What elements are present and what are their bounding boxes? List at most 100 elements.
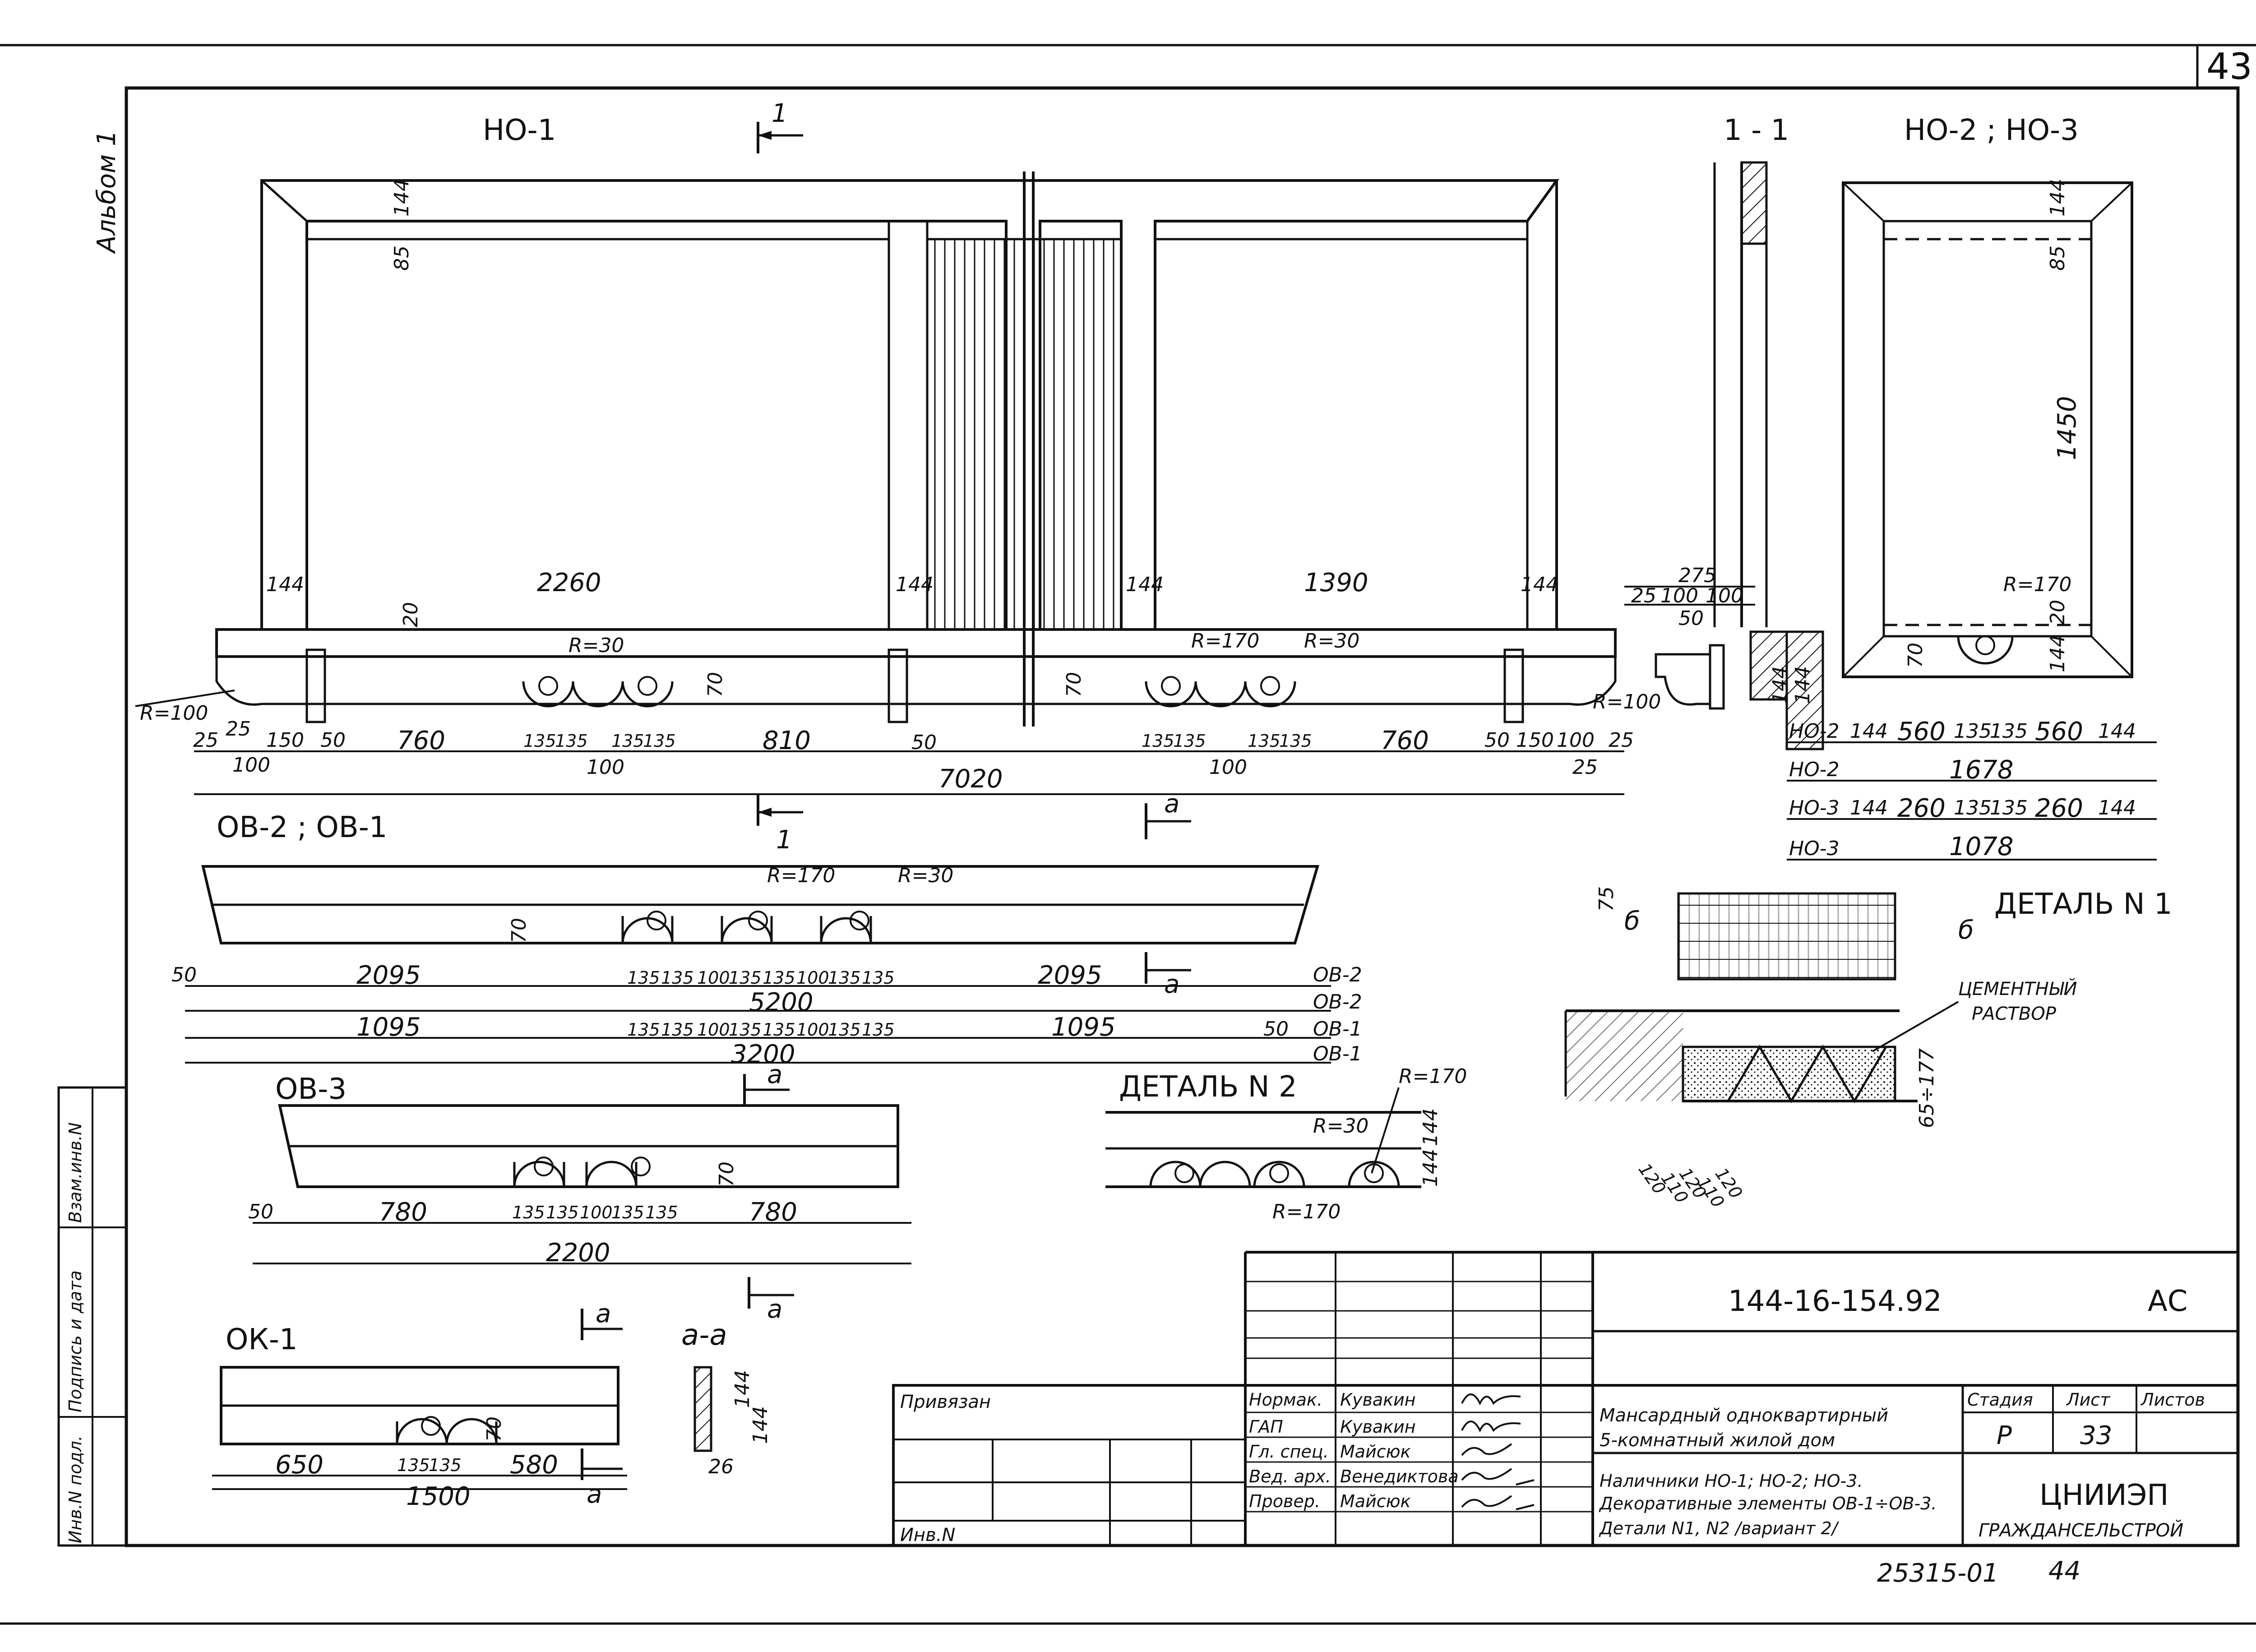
det1-cement-1: ЦЕМЕНТНЫЙ <box>1958 978 2077 1000</box>
no1-dim-100-mid: 100 <box>587 756 624 779</box>
ob-dim-100-3: 100 <box>697 1020 730 1040</box>
no1-dim-1390: 1390 <box>1304 568 1368 597</box>
ob-dim-135-10: 135 <box>763 1020 795 1040</box>
signature-marks <box>1461 1393 1535 1510</box>
no1-dim-100-left: 100 <box>232 754 270 777</box>
det2-dim-144a: 144 <box>1419 1108 1442 1146</box>
no1-dim-100-right: 100 <box>1557 729 1595 752</box>
no23-dim-20: 20 <box>2046 600 2069 625</box>
ob-dim-135-12: 135 <box>862 1020 895 1040</box>
side-label-inv-podl: Инв.N подл. <box>65 1435 85 1543</box>
no23-row1-d560b: 560 <box>2035 717 2083 746</box>
no1-radius-100: R=100 <box>140 702 208 725</box>
no23-row3-d144a: 144 <box>1850 796 1888 819</box>
no23-row3-d135b: 135 <box>1990 796 2028 819</box>
tb-role-3: Гл. спец. <box>1249 1442 1329 1462</box>
no23-row1-label: НО-2 <box>1789 720 1840 743</box>
sheet-number: 43 <box>2206 46 2252 88</box>
no1-dim-100-mid2: 100 <box>1209 756 1247 779</box>
ob3-dim-135-3: 135 <box>611 1203 644 1222</box>
tb-name-1: Кувакин <box>1340 1390 1416 1410</box>
aa-dim-144b: 144 <box>749 1406 772 1444</box>
no23-dim-70: 70 <box>1904 643 1927 668</box>
ob3-dim-70: 70 <box>715 1161 738 1187</box>
no1-dim-85: 85 <box>390 245 413 271</box>
ob3-dim-780-right: 780 <box>749 1198 797 1227</box>
ob3-dim-2200: 2200 <box>546 1238 610 1268</box>
sec11-dim-144b: 144 <box>1791 666 1814 704</box>
detail-1: ДЕТАЛЬ N 1 75 б б ЦЕМЕНТНЫЙ РАСТВОР 65÷1… <box>1564 886 2173 1212</box>
ob-dim-3200: 3200 <box>731 1040 795 1069</box>
tb-inv-n: Инв.N <box>900 1525 955 1546</box>
element-ob3: ОВ-3 a 70 50 780 135 135 100 135 135 780… <box>248 1060 911 1324</box>
title-section-a-a: a-a <box>681 1319 727 1352</box>
ob-label-row3: ОВ-1 <box>1313 1018 1362 1041</box>
section-1-label-top: 1 <box>772 99 788 128</box>
frame-no2-no3: НО-2 ; НО-3 144 85 1450 20 144 70 R=170 … <box>1787 114 2157 861</box>
side-label-vzam-inv: Взам.инв.N <box>65 1122 85 1223</box>
ok1-section-a-bottom: a <box>587 1480 602 1509</box>
no1-dim-20: 20 <box>399 602 422 627</box>
archive-page: 44 <box>2048 1556 2080 1586</box>
ob-dim-70: 70 <box>508 918 531 943</box>
section-1-1: 1 - 1 275 25 100 100 50 144 144 R=100 <box>1593 114 1824 750</box>
ok1-dim-580: 580 <box>510 1450 558 1480</box>
no1-dim-760-right: 760 <box>1381 726 1429 755</box>
sec11-dim-25: 25 <box>1631 584 1656 607</box>
ob-dim-135-11: 135 <box>828 1020 861 1040</box>
ob-dim-1095-left: 1095 <box>356 1013 421 1042</box>
ob-dim-135-5: 135 <box>828 968 861 988</box>
no23-row1-d144b: 144 <box>2098 720 2136 743</box>
det1-cement-2: РАСТВОР <box>1972 1004 2057 1024</box>
ok1-dim-135-1: 135 <box>397 1455 430 1475</box>
no1-dim-135-h: 135 <box>1279 731 1312 751</box>
ob-dim-135-9: 135 <box>729 1020 762 1040</box>
tb-role-5: Провер. <box>1249 1491 1320 1511</box>
no1-dim-25-right: 25 <box>1572 756 1598 779</box>
tb-sheet-title3: Детали N1, N2 /вариант 2/ <box>1599 1518 1840 1538</box>
tb-name-4: Венедиктова <box>1340 1467 1459 1486</box>
title-section-1-1: 1 - 1 <box>1724 114 1789 147</box>
no23-row2-total: 1678 <box>1949 755 2014 785</box>
no1-dim-50-mid: 50 <box>911 731 937 754</box>
ob-label-row1: ОВ-2 <box>1313 963 1362 986</box>
no1-dim-50-left: 50 <box>320 729 346 752</box>
no23-row4-total: 1078 <box>1949 832 2014 861</box>
tb-stage-header: Стадия <box>1967 1390 2033 1410</box>
no23-dim-144: 144 <box>2046 179 2069 217</box>
no1-dim-135-d: 135 <box>643 731 676 751</box>
aa-dim-26: 26 <box>708 1455 734 1478</box>
section-a-a: a-a 144 144 26 <box>681 1319 772 1478</box>
tb-sheet-title2: Декоративные элементы ОВ-1÷ОВ-3. <box>1599 1494 1937 1513</box>
archive-number: 25315-01 <box>1877 1559 1999 1588</box>
no23-dim-144-bottom: 144 <box>2046 634 2069 672</box>
ok1-section-a-top: a <box>596 1299 611 1328</box>
ob-dim-5200: 5200 <box>749 988 814 1017</box>
side-label-signature-date: Подпись и дата <box>65 1270 85 1412</box>
detail-2: ДЕТАЛЬ N 2 R=170 R=30 R=170 144 144 <box>1105 1065 1467 1223</box>
tb-role-1: Нормак. <box>1249 1390 1322 1410</box>
no23-row1-d560a: 560 <box>1897 717 1946 746</box>
no23-row3-d260b: 260 <box>2035 794 2083 823</box>
sec11-radius-100: R=100 <box>1593 690 1661 713</box>
no23-dim-1450: 1450 <box>2053 396 2082 460</box>
ok1-dim-70: 70 <box>483 1416 506 1442</box>
no1-radius-30-left: R=30 <box>569 634 624 657</box>
no1-dim-70-right: 70 <box>1063 672 1086 697</box>
no1-radius-170: R=170 <box>1191 629 1259 652</box>
no1-dim-7020: 7020 <box>938 764 1003 794</box>
tb-role-2: ГАП <box>1249 1417 1283 1437</box>
no23-row1-d135a: 135 <box>1954 720 1992 743</box>
tb-name-2: Кувакин <box>1340 1417 1416 1437</box>
ob-radius-170: R=170 <box>767 864 835 887</box>
sec11-dim-100b: 100 <box>1706 584 1743 607</box>
no23-row3-d144b: 144 <box>2098 796 2136 819</box>
tb-mark: АС <box>2148 1285 2187 1318</box>
ob-dim-135-6: 135 <box>862 968 895 988</box>
no1-dim-144-top: 144 <box>390 179 413 217</box>
det1-dim-75: 75 <box>1595 886 1618 912</box>
no23-row3-label: НО-3 <box>1789 796 1840 819</box>
no1-dim-135-b: 135 <box>555 731 588 751</box>
tb-name-3: Майсюк <box>1340 1442 1411 1462</box>
ob3-dim-135-4: 135 <box>645 1203 678 1222</box>
